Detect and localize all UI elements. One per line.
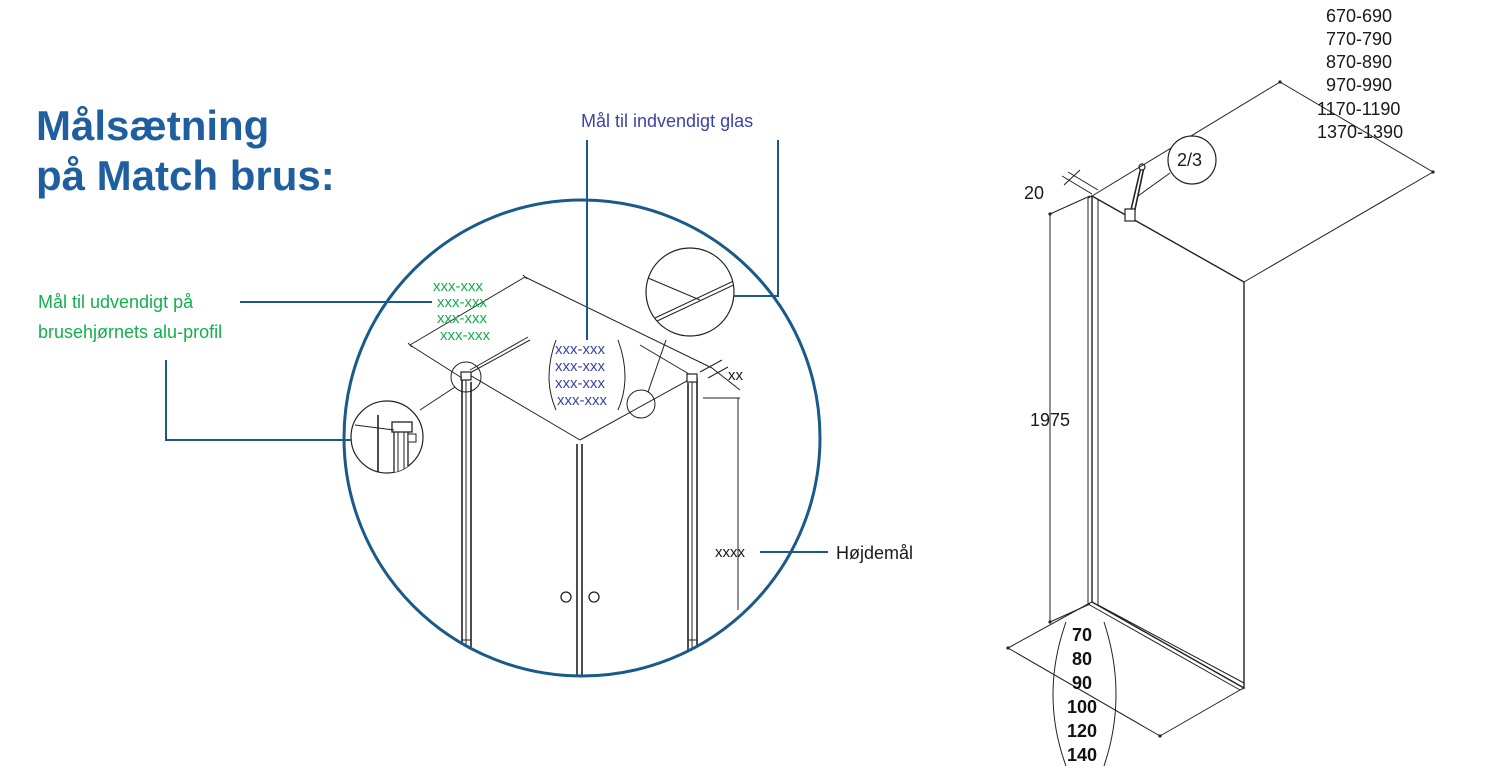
profile-zoom (350, 400, 424, 474)
title-line-2: på Match brus: (36, 152, 335, 199)
width-option-4: 970-990 (1326, 75, 1392, 95)
width-option-1: 670-690 (1326, 6, 1392, 26)
outer-profile-callout-line-2: brusehjørnets alu-profil (38, 322, 222, 342)
inner-value-3: xxx-xxx (555, 375, 605, 392)
glass-zoom-leader (734, 140, 779, 297)
height-value-label: xxxx (715, 544, 746, 561)
width-option-6: 1370-1390 (1317, 122, 1403, 142)
height-dimension-label: 1975 (1030, 410, 1070, 430)
width-option-5: 1170-1190 (1317, 99, 1400, 119)
outer-value-4: xxx-xxx (440, 327, 490, 344)
title-line-1: Målsætning (36, 102, 269, 149)
depth-label: xx (728, 367, 744, 384)
detail-drawing (342, 198, 822, 678)
fraction-label: 2/3 (1177, 150, 1202, 170)
outer-profile-callout-line-1: Mål til udvendigt på (38, 292, 194, 312)
inner-value-4: xxx-xxx (557, 392, 607, 409)
inner-value-1: xxx-xxx (555, 341, 605, 358)
shower-wall-drawing (1006, 80, 1435, 767)
depth-option-3: 90 (1072, 673, 1092, 693)
profile-zoom-leader (165, 360, 352, 441)
outer-value-3: xxx-xxx (437, 310, 487, 327)
depth-option-1: 70 (1072, 625, 1092, 645)
inner-bracket-right (617, 339, 626, 411)
depth-option-2: 80 (1072, 649, 1092, 669)
depth-option-4: 100 (1067, 697, 1097, 717)
inner-bracket-left (548, 339, 557, 411)
width-option-3: 870-890 (1326, 52, 1392, 72)
thickness-label: 20 (1024, 183, 1044, 203)
height-callout: Højdemål (836, 543, 913, 563)
depth-option-5: 120 (1067, 721, 1097, 741)
width-option-2: 770-790 (1326, 29, 1392, 49)
outer-value-2: xxx-xxx (437, 294, 487, 311)
inner-value-2: xxx-xxx (555, 358, 605, 375)
detail-circle (342, 198, 822, 678)
outer-value-1: xxx-xxx (433, 278, 483, 295)
inner-glass-callout: Mål til indvendigt glas (581, 111, 753, 131)
glass-zoom (645, 247, 735, 337)
depth-option-6: 140 (1067, 745, 1097, 765)
